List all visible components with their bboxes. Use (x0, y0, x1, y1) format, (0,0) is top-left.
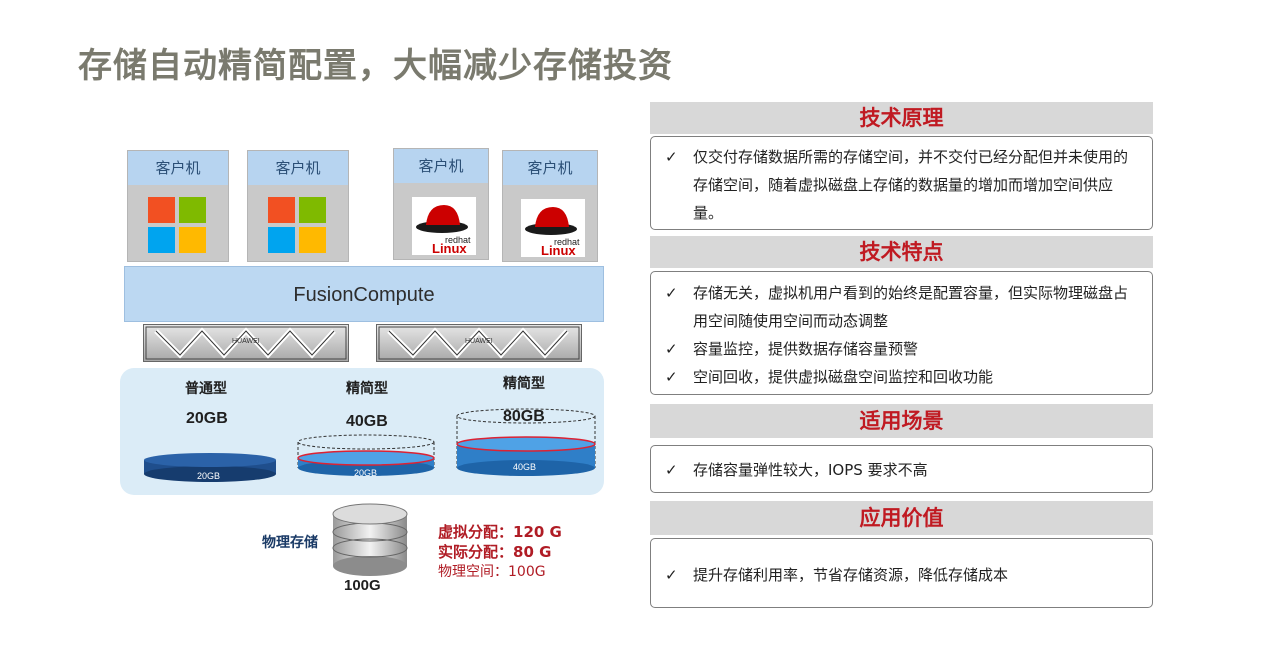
section-heading-scenarios: 适用场景 (650, 404, 1153, 438)
redhat-text: redhat (445, 235, 471, 245)
section-heading-principle: 技术原理 (650, 102, 1153, 134)
redhat-text: redhat (554, 237, 580, 247)
server-icon: HUAWEI (143, 324, 349, 362)
client-linux-1: 客户机 redhat Linux (393, 148, 489, 260)
client-label: 客户机 (394, 149, 488, 183)
checkmark-icon: ✓ (665, 340, 678, 358)
list-item: ✓存储无关，虚拟机用户看到的始终是配置容量，但实际物理磁盘占用空间随使用空间而动… (651, 279, 1132, 335)
section-box-scenarios: ✓存储容量弹性较大，IOPS 要求不高 (650, 445, 1153, 493)
linux-text: Linux (432, 241, 467, 255)
checkmark-icon: ✓ (665, 284, 678, 302)
pool-type-3: 精简型 (503, 376, 545, 392)
list-item: ✓存储容量弹性较大，IOPS 要求不高 (651, 456, 1152, 484)
server-icon: HUAWEI (376, 324, 582, 362)
list-item: ✓提升存储利用率，节省存储资源，降低存储成本 (651, 561, 1152, 589)
virtual-disk-2: 20GB (297, 434, 435, 478)
virtual-allocation: 虚拟分配：120 G (438, 523, 562, 541)
section-box-value: ✓提升存储利用率，节省存储资源，降低存储成本 (650, 538, 1153, 608)
list-item: ✓容量监控，提供数据存储容量预警 (651, 335, 1132, 363)
checkmark-icon: ✓ (665, 148, 678, 166)
redhat-linux-logo-icon: redhat Linux (412, 197, 476, 256)
virtual-disk-3: 40GB (456, 408, 596, 476)
actual-allocation: 实际分配：80 G (438, 543, 552, 561)
linux-text: Linux (541, 243, 576, 257)
physical-space: 物理空间：100G (438, 564, 546, 580)
checkmark-icon: ✓ (665, 461, 678, 479)
client-label: 客户机 (128, 151, 228, 185)
pool-capacity-3: 80GB (503, 408, 545, 425)
virtual-disk-1: 20GB (144, 453, 276, 482)
section-box-features: ✓存储无关，虚拟机用户看到的始终是配置容量，但实际物理磁盘占用空间随使用空间而动… (650, 271, 1153, 395)
client-linux-2: 客户机 redhat Linux (502, 150, 598, 262)
server-brand: HUAWEI (465, 338, 493, 345)
physical-storage-label: 物理存储 (262, 535, 318, 551)
section-heading-features: 技术特点 (650, 236, 1153, 268)
client-windows-2: 客户机 (247, 150, 349, 262)
pool-type-2: 精简型 (346, 381, 388, 397)
client-label: 客户机 (248, 151, 348, 185)
fusioncompute-layer: FusionCompute (124, 266, 604, 322)
windows-logo-icon (268, 197, 328, 255)
redhat-linux-logo-icon: redhat Linux (521, 199, 585, 258)
pool-capacity-2: 40GB (346, 413, 388, 430)
list-item: ✓空间回收，提供虚拟磁盘空间监控和回收功能 (651, 363, 1132, 391)
disk-used-label: 20GB (197, 471, 220, 481)
database-icon (332, 503, 408, 576)
checkmark-icon: ✓ (665, 368, 678, 386)
pool-type-1: 普通型 (185, 381, 227, 397)
list-item: ✓仅交付存储数据所需的存储空间，并不交付已经分配但并未使用的存储空间，随着虚拟磁… (651, 143, 1132, 227)
disk-used-label: 40GB (513, 462, 536, 472)
client-windows-1: 客户机 (127, 150, 229, 262)
section-box-principle: ✓仅交付存储数据所需的存储空间，并不交付已经分配但并未使用的存储空间，随着虚拟磁… (650, 136, 1153, 230)
client-label: 客户机 (503, 151, 597, 185)
windows-logo-icon (148, 197, 208, 255)
disk-used-label: 20GB (354, 468, 377, 478)
page-title: 存储自动精简配置，大幅减少存储投资 (78, 46, 673, 86)
checkmark-icon: ✓ (665, 566, 678, 584)
physical-capacity: 100G (344, 577, 381, 594)
server-brand: HUAWEI (232, 338, 260, 345)
section-heading-value: 应用价值 (650, 501, 1153, 535)
pool-capacity-1: 20GB (186, 410, 228, 427)
